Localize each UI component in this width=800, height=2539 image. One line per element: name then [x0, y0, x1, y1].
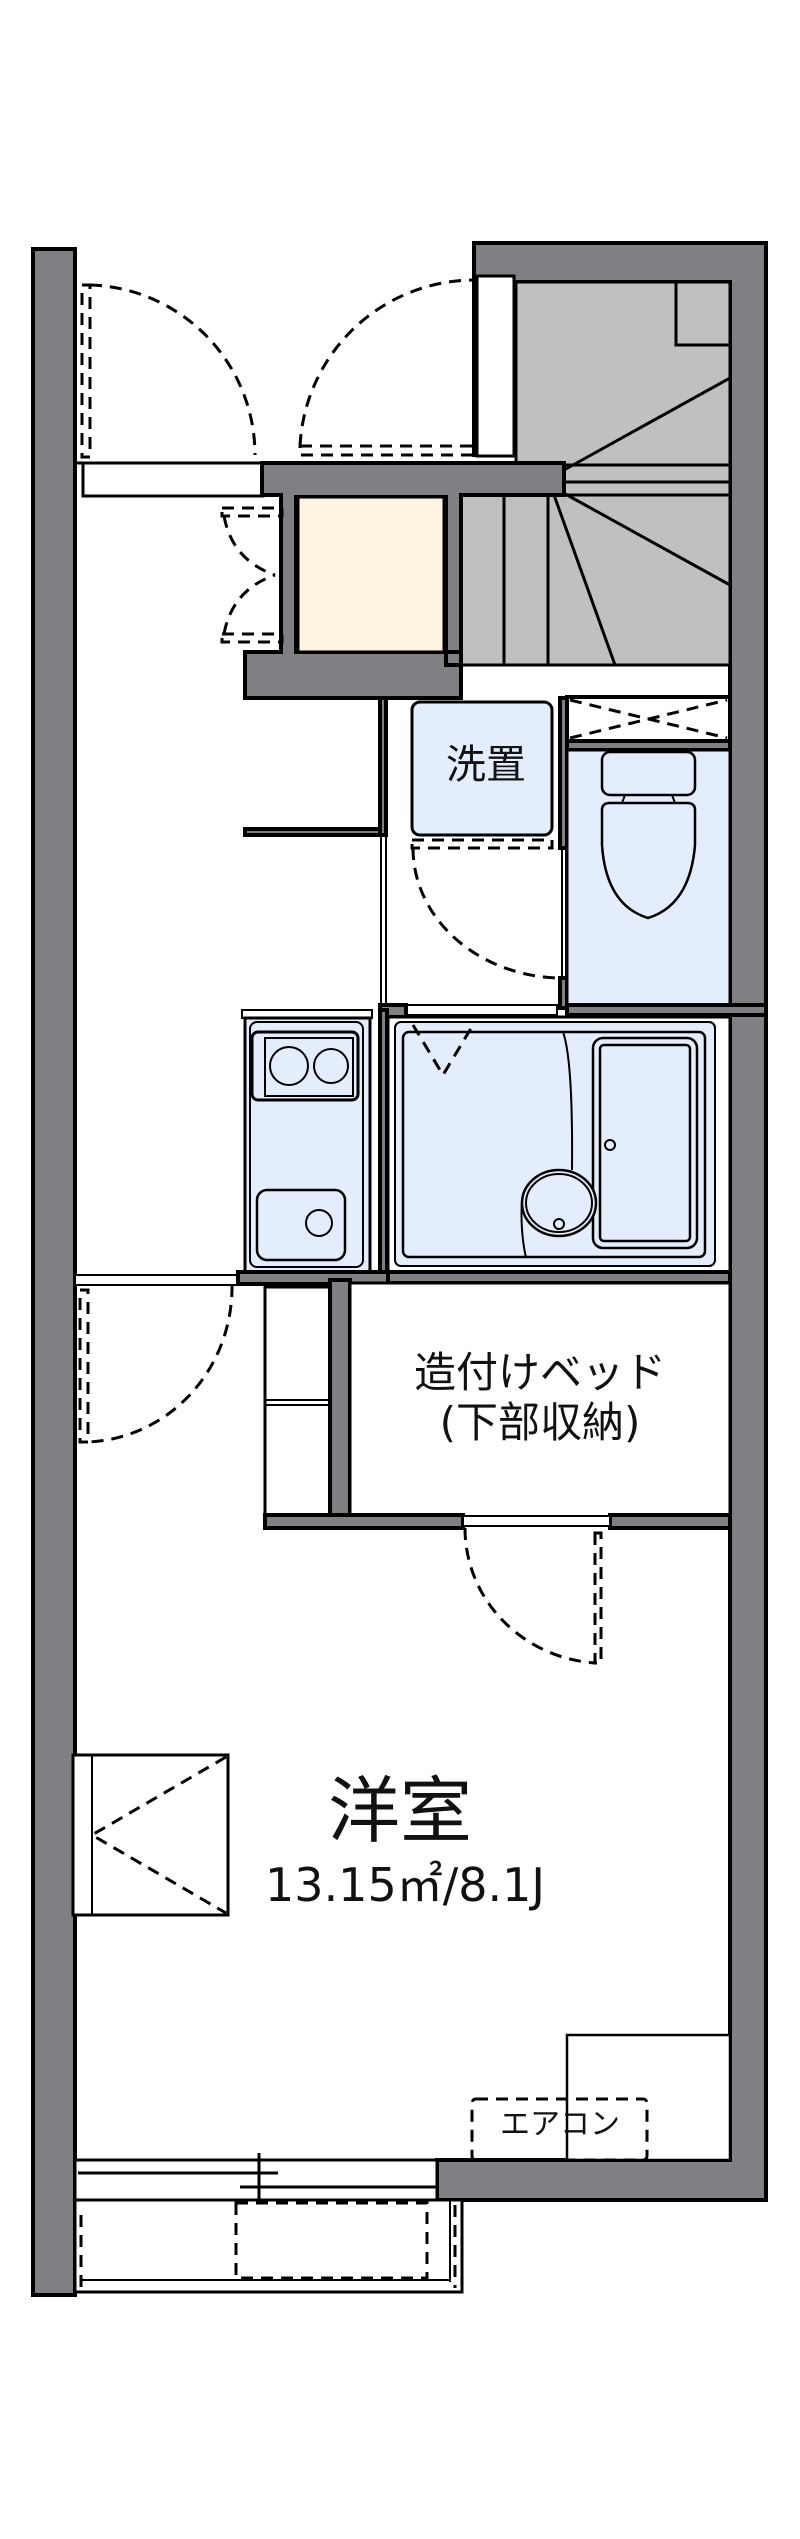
entrance-side-window	[475, 274, 516, 458]
built-in-bed	[348, 1281, 732, 1520]
bathroom-door[interactable]	[404, 1004, 558, 1016]
drain-icon	[305, 1209, 333, 1237]
built-in-bed-sublabel: (下部収納)	[439, 1398, 641, 1447]
bath-top-wall	[565, 1003, 768, 1017]
bed-door-gap	[462, 1515, 611, 1527]
balcony	[73, 2198, 464, 2294]
bathroom	[386, 1015, 732, 1279]
entrance-door[interactable]	[80, 278, 474, 459]
room-door[interactable]	[78, 1284, 234, 1444]
washer-space	[410, 700, 554, 837]
washroom-door[interactable]	[410, 838, 554, 850]
washbasin	[520, 1168, 598, 1238]
kitchen	[241, 1009, 373, 1275]
staircase	[459, 280, 732, 667]
burner-icon	[269, 1046, 309, 1086]
bathtub	[591, 1036, 699, 1250]
shelf-unit	[263, 1285, 332, 1517]
storage-double-door[interactable]	[220, 506, 284, 645]
hall-partition	[243, 827, 387, 837]
entrance-step	[81, 461, 265, 498]
storage-closet	[296, 495, 446, 654]
western-room-label: 洋室	[327, 1769, 472, 1853]
bed-storage-door[interactable]	[463, 1527, 603, 1665]
bed-partition	[328, 1278, 352, 1530]
built-in-bed-label: 造付けベッド	[413, 1348, 666, 1397]
western-room-area: 13.15㎡/8.1J	[265, 1858, 545, 1912]
air-conditioner-label: エアコン	[500, 2107, 620, 2142]
washroom-door-swing	[411, 847, 559, 980]
air-conditioner	[470, 2097, 649, 2162]
washer-space-label: 洗置	[446, 742, 526, 788]
sink	[255, 1188, 347, 1262]
pipe-shaft	[565, 695, 732, 743]
left-exterior-wall	[31, 247, 77, 2297]
balcony-window[interactable]	[73, 2153, 439, 2213]
hall-partition-vertical	[378, 696, 388, 837]
closet[interactable]	[71, 1753, 230, 1917]
bath-bottom-wall	[384, 1270, 732, 1285]
burner-icon	[313, 1048, 349, 1084]
toilet-icon	[600, 750, 697, 920]
stove	[250, 1030, 360, 1102]
room-door-threshold	[74, 1274, 241, 1286]
